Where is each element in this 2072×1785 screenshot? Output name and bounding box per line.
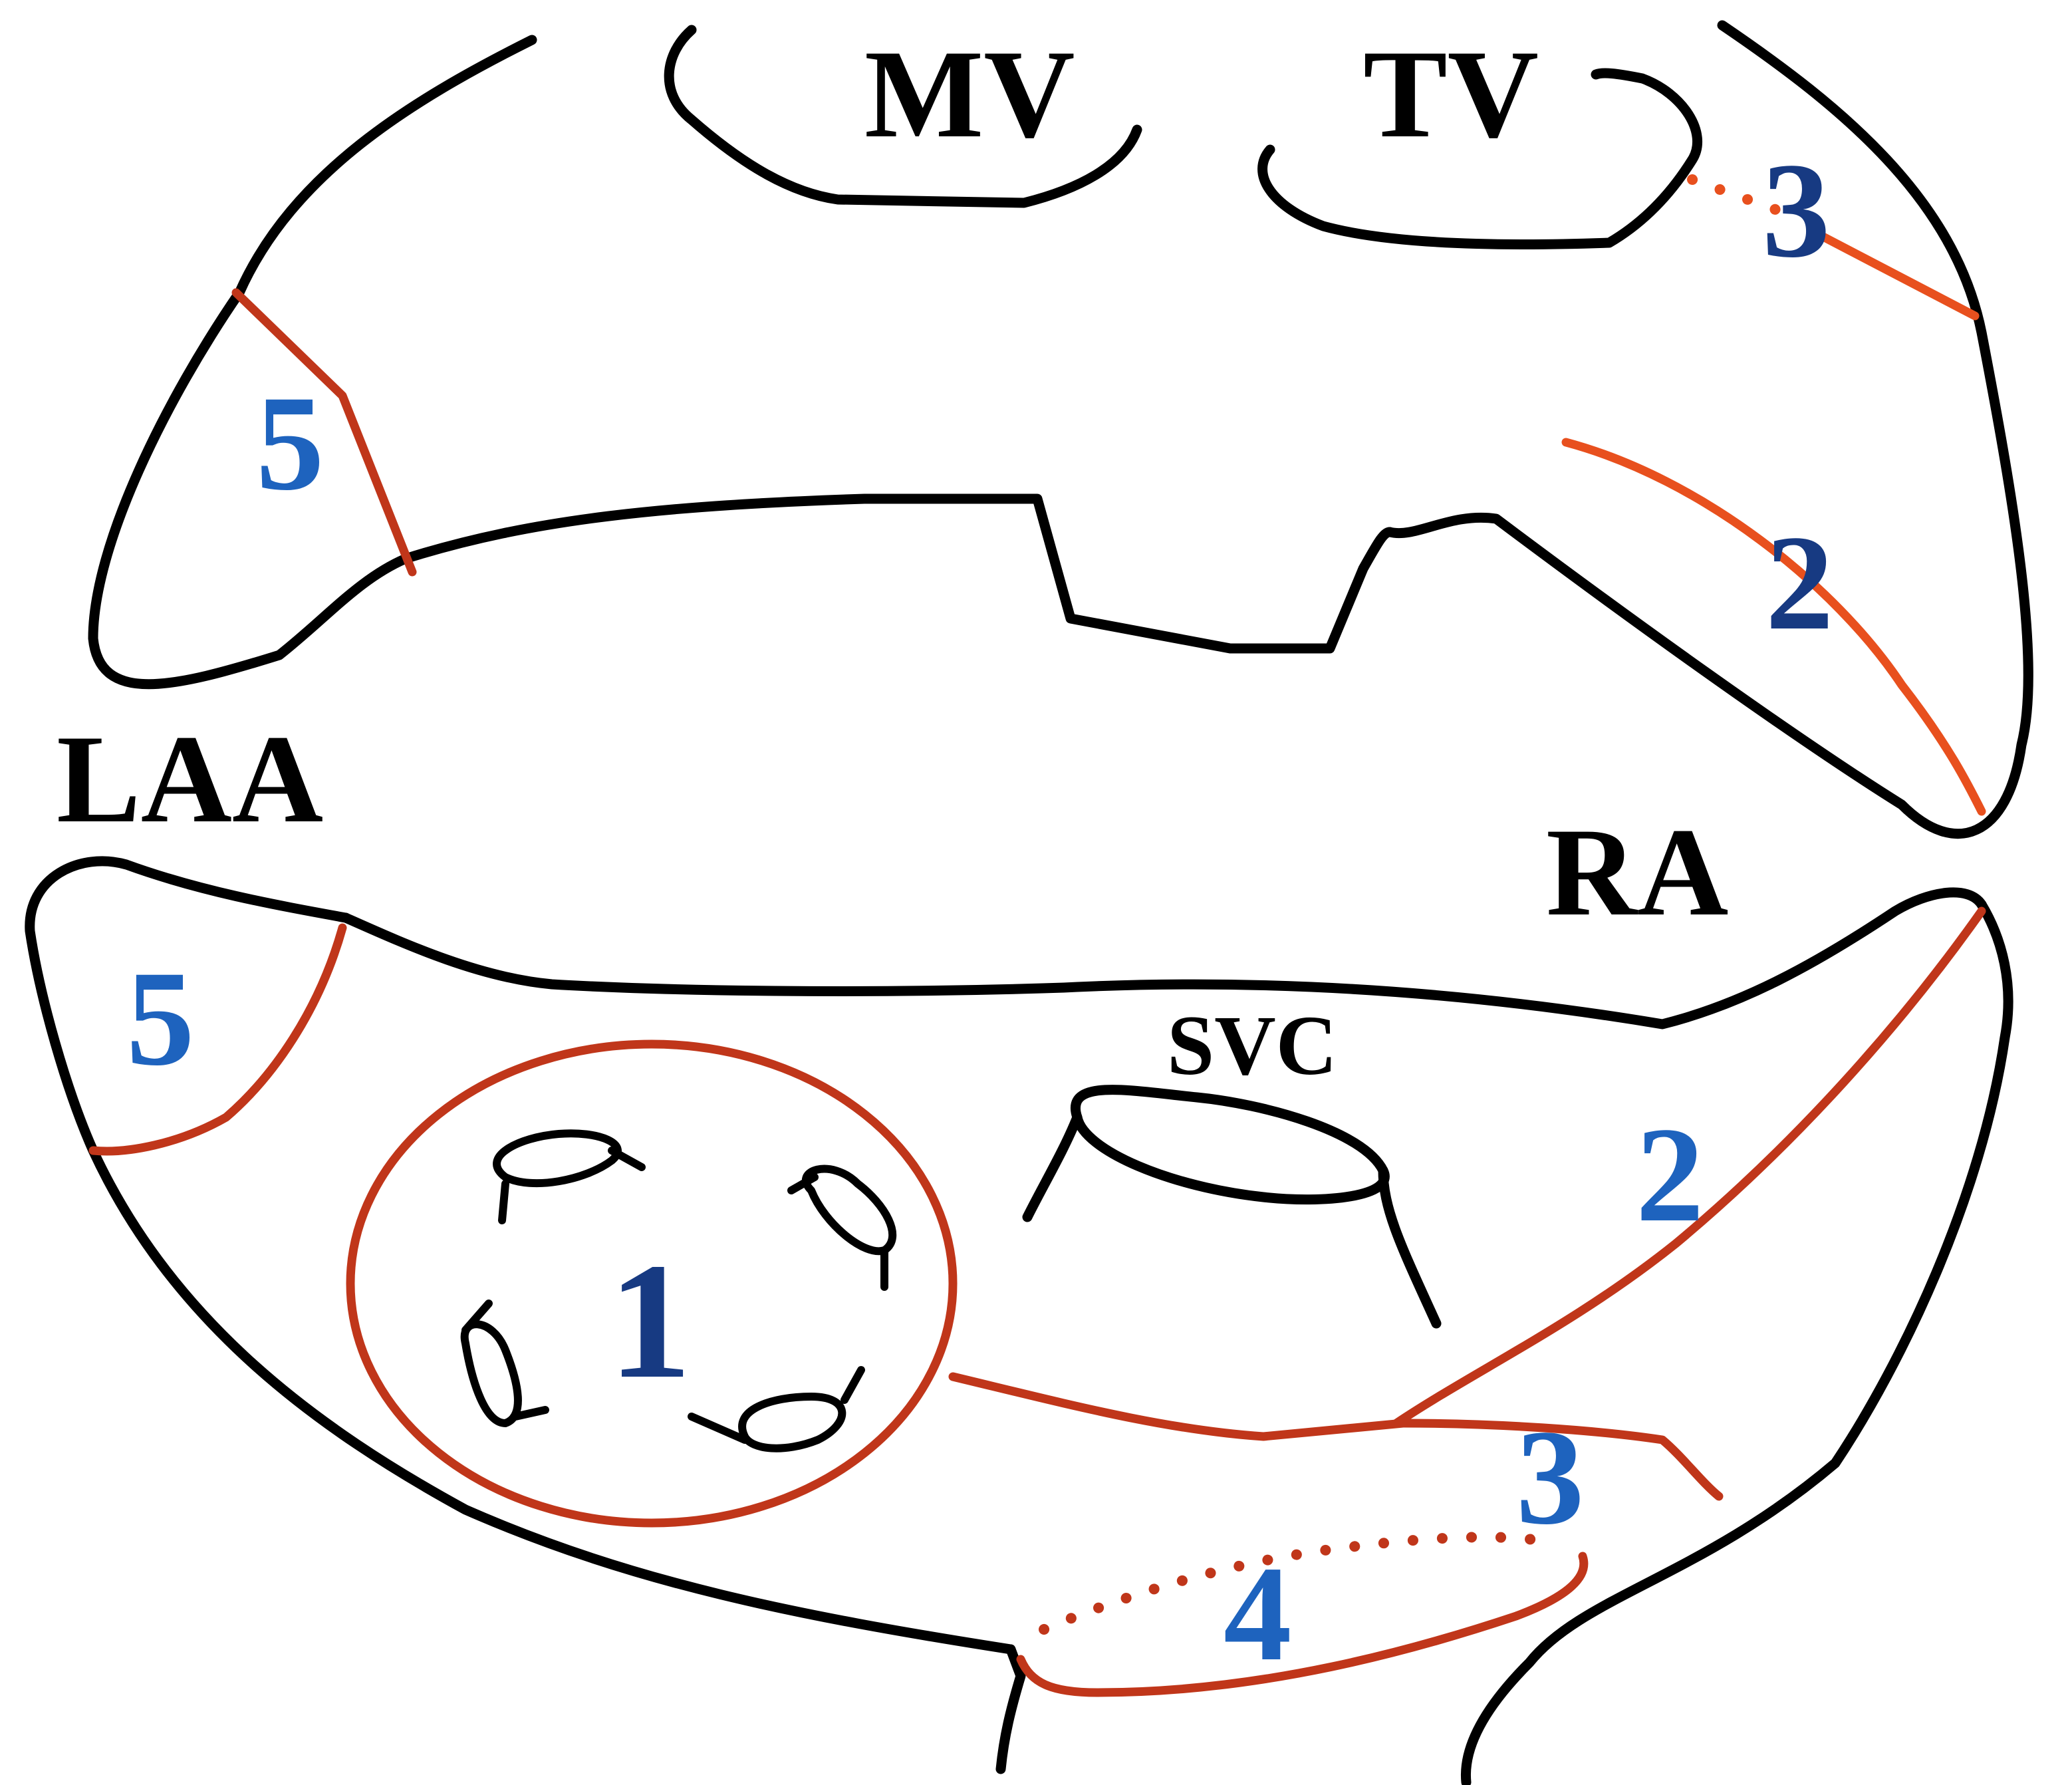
line-4-label: 4: [1224, 1538, 1292, 1689]
line-5-lower: [88, 923, 347, 1156]
line-3-label-bottom: 3: [1516, 1402, 1585, 1553]
pulmonary-vein-ostium-top-left: [493, 1129, 646, 1224]
svc-ring: [1071, 1085, 1390, 1205]
line-3-upper-solid: [1817, 231, 1980, 321]
tv-label: TV: [1363, 25, 1539, 164]
upper-atrium-inner-rim: [400, 493, 1395, 654]
anatomical-labels: MV TV LAA RA SVC: [57, 25, 1728, 1093]
svc-left-wall: [1022, 1112, 1083, 1222]
line-2-label-bottom: 2: [1636, 1099, 1704, 1250]
line-2-lower: [1392, 906, 1986, 1428]
line-numbers: 3 2 5 5 2 1 3 4: [126, 135, 1834, 1689]
upper-atrium-left-wall: [88, 35, 537, 690]
line-5-upper: [231, 288, 417, 577]
line-5-label-top: 5: [256, 368, 324, 519]
laa-label: LAA: [57, 710, 323, 849]
lower-atrium-left-wall: [25, 856, 1016, 1655]
mv-label: MV: [864, 25, 1075, 164]
tricuspid-valve-outline: [1257, 68, 1703, 249]
line-1-connector: [948, 1372, 1408, 1441]
upper-atrium-right-wall: [1384, 20, 2033, 839]
mitral-valve-outline: [664, 25, 1142, 208]
line-4-dotted: [1039, 1532, 1561, 1635]
line-2-label-top: 2: [1765, 507, 1834, 658]
ivc-left-edge: [995, 1644, 1026, 1774]
ablation-lines: [88, 174, 1986, 1697]
line-4-solid: [1016, 1552, 1589, 1697]
pulmonary-veins: [460, 1129, 897, 1452]
line-3-lower: [1398, 1419, 1724, 1501]
line-1-label: 1: [608, 1229, 692, 1413]
svc-right-wall: [1378, 1165, 1442, 1329]
svc-label: SVC: [1167, 998, 1337, 1093]
pulmonary-vein-ostium-bottom-right: [688, 1366, 865, 1452]
line-1-pv-isolation-circle: [346, 1039, 958, 1528]
lower-atrium-right-wall: [1460, 899, 2013, 1785]
lower-atrium-top-rim: [340, 887, 1987, 1030]
atrial-outlines: [25, 20, 2033, 1785]
pulmonary-vein-ostium-bottom-left: [460, 1300, 549, 1427]
ra-label: RA: [1546, 803, 1728, 942]
line-2-upper: [1561, 438, 1986, 816]
pulmonary-vein-ostium-top-right: [787, 1165, 897, 1291]
line-3-label-top: 3: [1762, 135, 1831, 286]
line-5-label-bottom: 5: [126, 943, 195, 1094]
